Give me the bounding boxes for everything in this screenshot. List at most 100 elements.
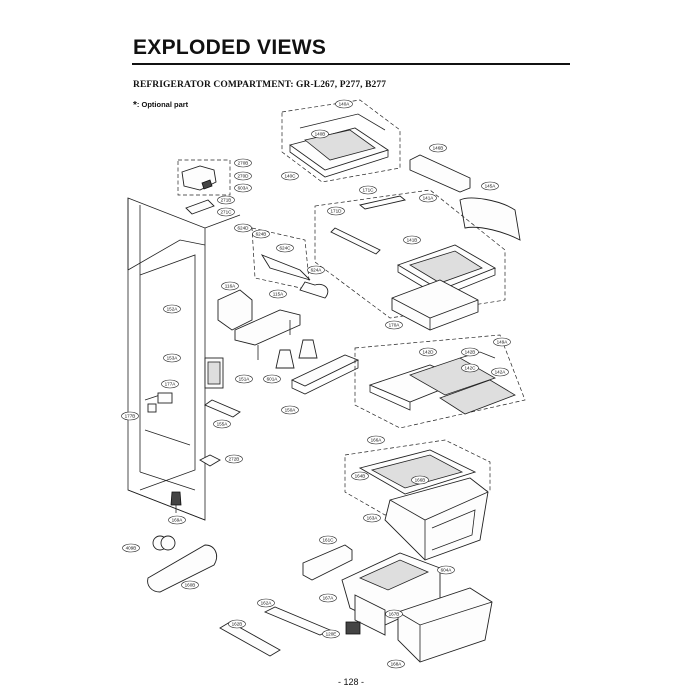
svg-text:152A: 152A (167, 307, 179, 312)
svg-text:150A: 150A (285, 408, 297, 413)
page-title: EXPLODED VIEWS (133, 36, 327, 59)
svg-text:140A: 140A (339, 102, 351, 107)
part-lamp-151 (199, 357, 241, 467)
callout-271C: 271C (217, 207, 235, 217)
svg-text:142C: 142C (465, 366, 477, 371)
svg-text:171D: 171D (331, 209, 343, 214)
callout-142A: 142A (491, 367, 509, 377)
svg-text:140B: 140B (315, 132, 326, 137)
callout-120E: 120E (322, 629, 340, 639)
part-crisper-163 (344, 439, 491, 561)
svg-text:601A: 601A (267, 377, 279, 382)
callout-177A: 177A (161, 379, 179, 389)
callout-624D: 624D (234, 223, 252, 233)
callout-168A: 168A (387, 659, 405, 669)
svg-text:162B: 162B (232, 622, 243, 627)
callout-270B: 270B (234, 158, 252, 168)
svg-text:177A: 177A (165, 382, 177, 387)
svg-text:177B: 177B (125, 414, 136, 419)
callout-149A: 149A (493, 337, 511, 347)
callout-142D: 142D (419, 347, 437, 357)
svg-text:163A: 163A (367, 516, 379, 521)
svg-text:168A: 168A (391, 662, 403, 667)
svg-text:171C: 171C (363, 188, 375, 193)
callout-150A: 150A (281, 405, 299, 415)
title-divider (132, 63, 570, 65)
svg-text:151A: 151A (239, 377, 251, 382)
svg-text:603A: 603A (238, 186, 250, 191)
svg-text:164B: 164B (355, 474, 366, 479)
svg-text:624D: 624D (238, 226, 250, 231)
callout-170A: 170A (385, 320, 403, 330)
part-lower-left (147, 491, 217, 593)
svg-text:624B: 624B (256, 232, 267, 237)
svg-text:142B: 142B (465, 350, 476, 355)
callout-624B: 624B (252, 229, 270, 239)
part-rail-146 (409, 154, 521, 241)
callout-151A: 151A (235, 374, 253, 384)
callout-624A: 624A (307, 265, 325, 275)
callout-272B: 272B (225, 454, 243, 464)
callout-271B: 271B (217, 195, 235, 205)
callout-145A: 145A (481, 181, 499, 191)
callout-270D: 270D (234, 171, 252, 181)
svg-text:169A: 169A (172, 518, 184, 523)
callout-164B: 164B (351, 471, 369, 481)
svg-text:604A: 604A (441, 568, 453, 573)
callout-167A: 167A (319, 593, 337, 603)
callout-142C: 142C (461, 363, 479, 373)
svg-text:149A: 149A (497, 340, 509, 345)
section-subtitle: REFRIGERATOR COMPARTMENT: GR-L267, P277,… (133, 80, 387, 90)
part-bin-168 (219, 544, 493, 663)
svg-text:271C: 271C (221, 210, 233, 215)
svg-text:145A: 145A (485, 184, 497, 189)
callout-141B: 141B (403, 235, 421, 245)
callout-163A: 163A (363, 513, 381, 523)
callout-171C: 171C (359, 185, 377, 195)
callout-166A: 166A (367, 435, 385, 445)
svg-text:270B: 270B (238, 161, 249, 166)
svg-text:271B: 271B (221, 198, 232, 203)
callout-603A: 603A (234, 183, 252, 193)
svg-text:409B: 409B (126, 546, 137, 551)
part-shelf-141 (314, 189, 506, 331)
callout-166B: 166B (411, 475, 429, 485)
callout-169A: 169A (168, 515, 186, 525)
callout-604A: 604A (437, 565, 455, 575)
callout-624C: 624C (276, 243, 294, 253)
callout-153A: 153A (163, 353, 181, 363)
callout-171D: 171D (327, 206, 345, 216)
callout-141A: 141A (419, 193, 437, 203)
svg-text:162A: 162A (261, 601, 273, 606)
svg-text:270D: 270D (238, 174, 250, 179)
part-shelf-140 (281, 99, 401, 183)
callout-142B: 142B (461, 347, 479, 357)
svg-text:120E: 120E (326, 632, 337, 637)
callout-155A: 155A (213, 419, 231, 429)
svg-text:160B: 160B (185, 583, 196, 588)
optional-star: * (133, 100, 137, 111)
svg-text:624A: 624A (311, 268, 323, 273)
svg-text:170A: 170A (389, 323, 401, 328)
svg-text:272B: 272B (229, 457, 240, 462)
callout-140A: 140A (335, 99, 353, 109)
svg-text:153A: 153A (167, 356, 179, 361)
callout-177B: 177B (121, 411, 139, 421)
svg-text:161C: 161C (323, 538, 335, 543)
part-shelf-142 (354, 334, 526, 429)
optional-part-note: *: Optional part (133, 99, 188, 111)
svg-text:116A: 116A (225, 284, 236, 289)
svg-text:624C: 624C (280, 246, 292, 251)
callout-601A: 601A (263, 374, 281, 384)
svg-text:115A: 115A (273, 292, 284, 297)
svg-text:166B: 166B (415, 478, 426, 483)
callout-167B: 167B (385, 609, 403, 619)
svg-text:142D: 142D (423, 350, 435, 355)
callout-115A: 115A (269, 289, 287, 299)
part-bracket-270 (177, 159, 231, 215)
part-cap-601 (275, 339, 360, 395)
callout-162B: 162B (228, 619, 246, 629)
callout-146B: 146B (429, 143, 447, 153)
callout-140C: 140C (281, 171, 299, 181)
